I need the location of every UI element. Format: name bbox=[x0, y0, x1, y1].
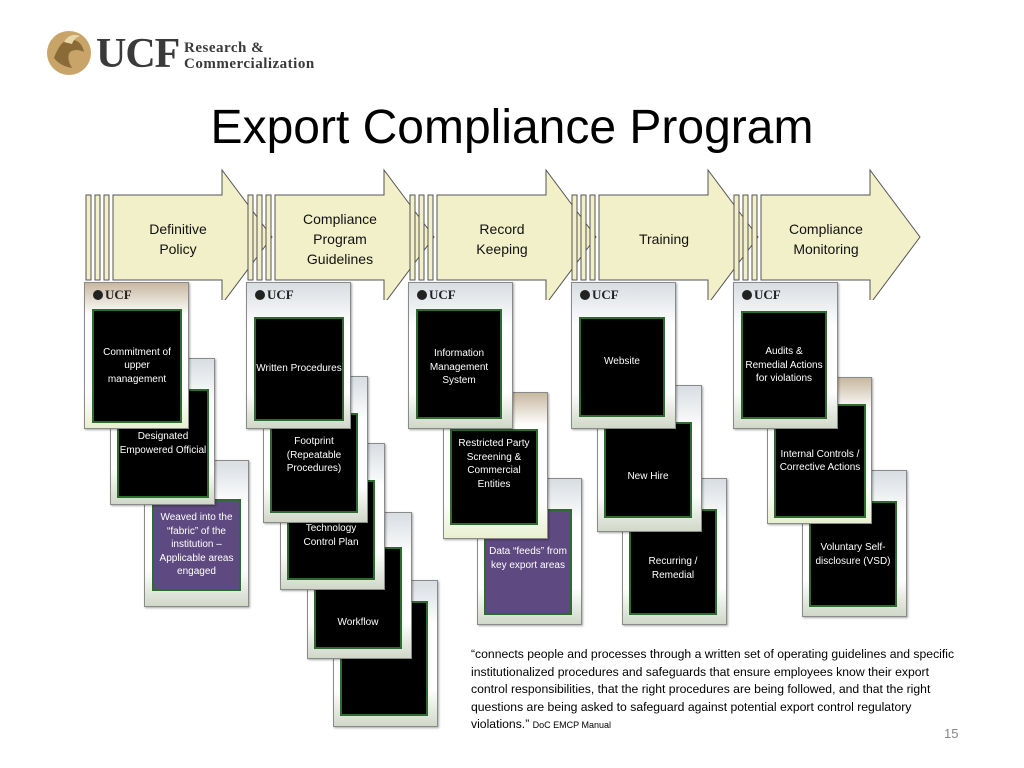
arrow-4 bbox=[571, 168, 759, 300]
arrow-1 bbox=[85, 168, 273, 300]
arrow-3 bbox=[409, 168, 597, 300]
card-audits: UCF Audits & Remedial Actions for violat… bbox=[733, 282, 838, 429]
quote-text: “connects people and processes through a… bbox=[471, 647, 955, 731]
arrow-label-4: Training bbox=[638, 231, 690, 247]
arrow-5 bbox=[733, 168, 921, 300]
card-website-text: Website bbox=[579, 317, 665, 417]
card-new-hire: New Hire bbox=[597, 385, 702, 532]
logo-line2: Commercialization bbox=[184, 56, 315, 72]
card-footprint: Footprint (Repeatable Procedures) bbox=[263, 376, 368, 523]
arrow-label-3: Record Keeping bbox=[476, 221, 528, 257]
card-footprint-text: Footprint (Repeatable Procedures) bbox=[270, 413, 358, 513]
card-recurring: Recurring / Remedial bbox=[622, 478, 727, 625]
card-fabric-text: Weaved into the “fabric” of the institut… bbox=[152, 499, 241, 591]
card-website: UCF Website bbox=[571, 282, 676, 429]
card-written-procedures-text: Written Procedures bbox=[254, 317, 344, 421]
quote-source: DoC EMCP Manual bbox=[532, 720, 612, 730]
ucf-card-logo: UCF bbox=[255, 287, 294, 303]
ucf-logo: UCF Research & Commercialization bbox=[44, 26, 344, 82]
ucf-card-logo: UCF bbox=[742, 287, 781, 303]
logo-ucf-text: UCF bbox=[96, 31, 180, 77]
arrow-2 bbox=[247, 168, 435, 300]
page-number: 15 bbox=[944, 726, 959, 741]
arrow-label-1: Definitive Policy bbox=[149, 221, 207, 257]
card-fabric: Weaved into the “fabric” of the institut… bbox=[144, 460, 249, 607]
card-audits-text: Audits & Remedial Actions for violations bbox=[741, 311, 827, 419]
card-written-procedures: UCF Written Procedures bbox=[246, 282, 351, 429]
pegasus-icon bbox=[47, 31, 91, 75]
logo-line1: Research & bbox=[184, 40, 265, 56]
process-arrows bbox=[85, 168, 921, 300]
card-information-management: UCF Information Management System bbox=[408, 282, 513, 429]
card-commitment-text: Commitment of upper management bbox=[92, 309, 182, 423]
slide-title: Export Compliance Program bbox=[210, 101, 814, 154]
ucf-card-logo: UCF bbox=[93, 287, 132, 303]
card-new-hire-text: New Hire bbox=[604, 422, 692, 518]
ucf-card-logo: UCF bbox=[580, 287, 619, 303]
emcp-quote: “connects people and processes through a… bbox=[471, 646, 961, 735]
card-restricted-party-text: Restricted Party Screening & Commercial … bbox=[450, 429, 538, 525]
card-information-management-text: Information Management System bbox=[416, 309, 502, 419]
arrow-label-2: Compliance Program Guidelines bbox=[303, 211, 377, 267]
ucf-card-logo: UCF bbox=[417, 287, 456, 303]
card-commitment: UCF Commitment of upper management bbox=[84, 282, 189, 429]
arrow-label-5: Compliance Monitoring bbox=[789, 221, 863, 257]
